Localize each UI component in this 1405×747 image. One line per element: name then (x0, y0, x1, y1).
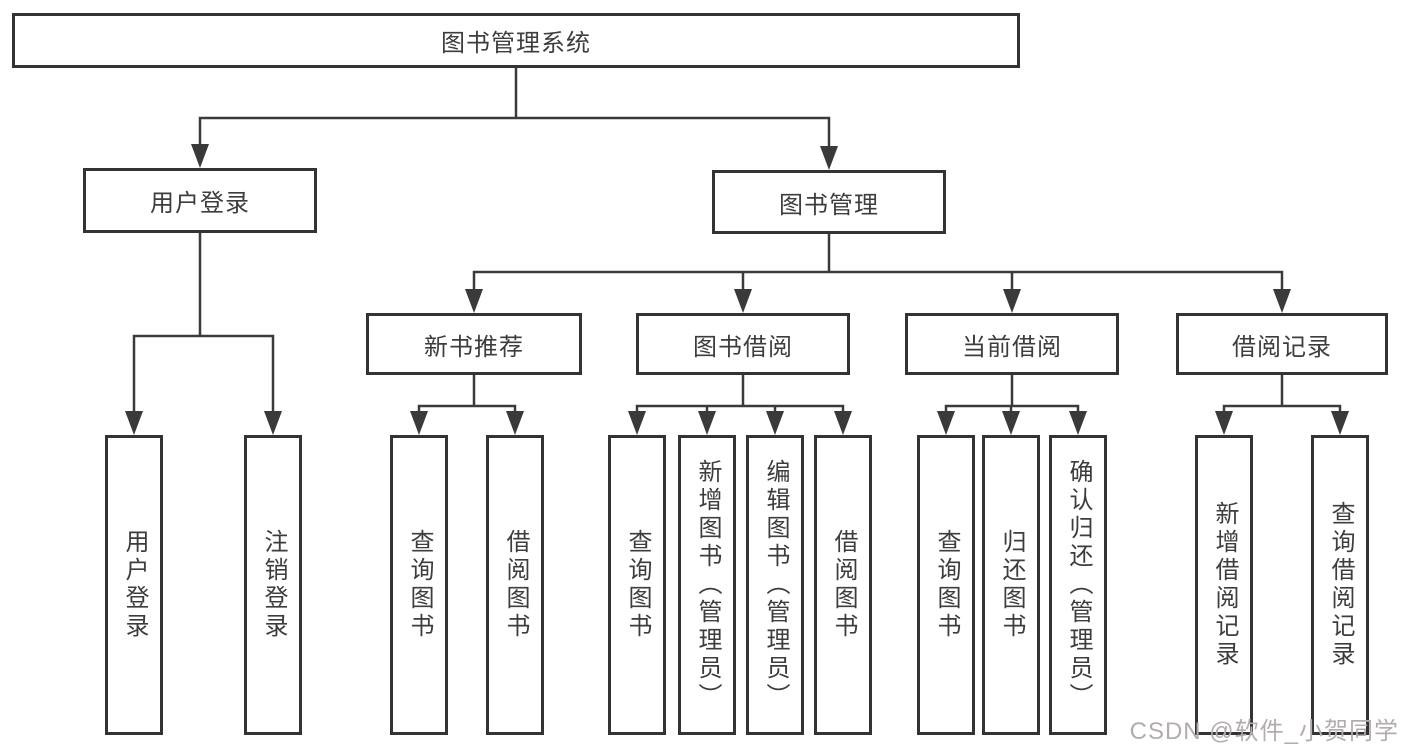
leaf-query-books-current: 查询图书 (917, 435, 975, 735)
leaf-return-books: 归还图书 (982, 435, 1040, 735)
node-book-borrow-label: 图书借阅 (693, 333, 793, 361)
leaf-query-books-borrow-label: 查询图书 (624, 529, 651, 641)
node-borrow-records-label: 借阅记录 (1232, 333, 1332, 361)
node-user-login-label: 用户登录 (150, 190, 250, 217)
leaf-edit-books-admin-label: 编辑图书（管理员） (762, 459, 789, 711)
node-book-borrow: 图书借阅 (636, 313, 850, 375)
leaf-borrow-books-label: 借阅图书 (830, 529, 857, 641)
leaf-borrow-books-recommend-label: 借阅图书 (502, 529, 529, 641)
leaf-query-borrow-record: 查询借阅记录 (1311, 435, 1369, 735)
node-current-borrow-label: 当前借阅 (962, 333, 1062, 361)
node-root-label: 图书管理系统 (441, 30, 591, 57)
node-new-book-recommend: 新书推荐 (366, 313, 582, 375)
leaf-confirm-return-admin-label: 确认归还（管理员） (1065, 459, 1092, 711)
node-book-management-label: 图书管理 (779, 191, 879, 219)
node-new-book-recommend-label: 新书推荐 (424, 333, 524, 361)
leaf-query-books-recommend: 查询图书 (390, 435, 448, 735)
leaf-logout-label: 注销登录 (260, 529, 287, 641)
node-current-borrow: 当前借阅 (905, 313, 1119, 375)
watermark: CSDN @软件_小贺同学 (1129, 718, 1399, 745)
leaf-logout: 注销登录 (244, 435, 302, 735)
leaf-user-login: 用户登录 (105, 435, 163, 735)
leaf-query-books-borrow: 查询图书 (608, 435, 666, 735)
node-root: 图书管理系统 (12, 13, 1020, 68)
node-user-login: 用户登录 (83, 168, 317, 233)
leaf-add-books-admin: 新增图书（管理员） (678, 435, 736, 735)
leaf-borrow-books: 借阅图书 (814, 435, 872, 735)
leaf-user-login-label: 用户登录 (121, 529, 148, 641)
leaf-query-borrow-record-label: 查询借阅记录 (1327, 501, 1354, 669)
leaf-add-borrow-record-label: 新增借阅记录 (1211, 501, 1238, 669)
leaf-add-books-admin-label: 新增图书（管理员） (694, 459, 721, 711)
leaf-return-books-label: 归还图书 (998, 529, 1025, 641)
node-borrow-records: 借阅记录 (1176, 313, 1388, 375)
leaf-query-books-current-label: 查询图书 (933, 529, 960, 641)
leaf-confirm-return-admin: 确认归还（管理员） (1049, 435, 1107, 735)
node-book-management: 图书管理 (712, 170, 946, 234)
leaf-add-borrow-record: 新增借阅记录 (1195, 435, 1253, 735)
leaf-query-books-recommend-label: 查询图书 (406, 529, 433, 641)
leaf-borrow-books-recommend: 借阅图书 (486, 435, 544, 735)
leaf-edit-books-admin: 编辑图书（管理员） (746, 435, 804, 735)
